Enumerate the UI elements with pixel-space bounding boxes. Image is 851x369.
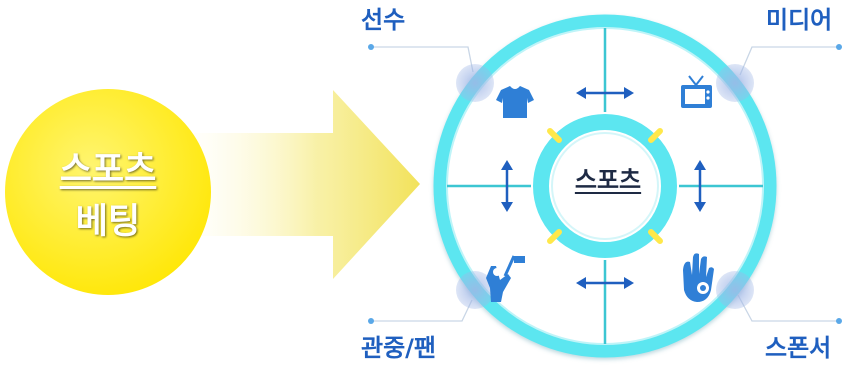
hub-spokes (547, 128, 663, 244)
arrow-right (694, 160, 706, 212)
t-shirt-icon (496, 86, 534, 118)
hand-money-icon (683, 253, 714, 302)
connector-dots (368, 44, 842, 324)
label-media: 미디어 (766, 6, 833, 34)
left-circle-title-line1: 스포츠 (59, 150, 157, 190)
tv-icon (681, 75, 712, 108)
cheering-fan-icon (486, 255, 525, 302)
sports-betting-circle (5, 89, 211, 295)
label-player: 선수 (361, 6, 406, 34)
flow-arrow (190, 90, 420, 279)
hub-label: 스포츠 (574, 166, 642, 194)
arrow-top (576, 87, 634, 99)
left-circle-title-line2: 베팅 (75, 202, 141, 242)
ring-nodes (456, 64, 754, 309)
quadrant-dividers (447, 28, 763, 344)
hub-core (551, 132, 659, 240)
label-fan: 관중/팬 (361, 334, 437, 362)
label-sponsor: 스폰서 (765, 334, 832, 362)
arrow-left (501, 160, 513, 212)
arrow-bottom (576, 277, 634, 289)
